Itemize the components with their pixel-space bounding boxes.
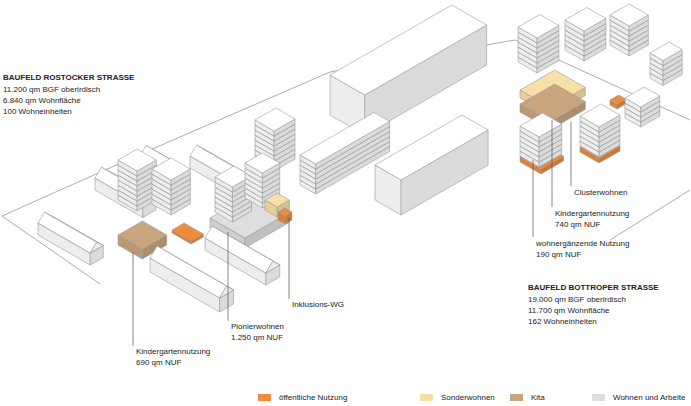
residential-tower bbox=[565, 8, 606, 32]
residential-tower bbox=[255, 108, 295, 131]
residential-tower bbox=[118, 149, 156, 171]
legend-swatch bbox=[420, 394, 433, 401]
residential-tower bbox=[245, 153, 280, 173]
legend-swatch bbox=[592, 394, 605, 401]
public-use-block bbox=[172, 223, 203, 241]
callout-label: Kindergartennutzung 690 qm NUF bbox=[136, 346, 210, 368]
field-figures: 11.200 qm BGF oberirdisch 6.840 qm Wohnf… bbox=[3, 84, 100, 117]
callout-label: Inklusions-WG bbox=[292, 299, 344, 310]
gable-roof bbox=[266, 261, 280, 273]
callout-label: Pionierwohnen 1.250 qm NUF bbox=[231, 321, 284, 343]
callout-label: wohnergänzende Nutzung 190 qm NUF bbox=[536, 238, 629, 260]
callout-label: Kindergartennutzung 740 qm NUF bbox=[555, 208, 629, 230]
gable-roof bbox=[38, 212, 97, 253]
special-housing-block bbox=[265, 193, 289, 207]
existing-block bbox=[375, 115, 488, 180]
legend-label: öffentliche Nutzung bbox=[279, 392, 347, 403]
residential-tower bbox=[610, 4, 648, 26]
kita-block bbox=[520, 84, 585, 122]
residential-tower bbox=[518, 15, 559, 39]
existing-block bbox=[330, 5, 487, 95]
gable-roof bbox=[205, 226, 273, 273]
legend-label: Wohnen und Arbeite bbox=[613, 392, 685, 403]
residential-tower bbox=[650, 42, 682, 61]
legend-label: Sonderwohnen bbox=[441, 392, 495, 403]
gable-roof bbox=[90, 242, 103, 253]
legend-label: Kita bbox=[531, 392, 545, 403]
leader-line bbox=[571, 122, 572, 186]
gable-roof bbox=[220, 286, 234, 298]
public-use-block bbox=[278, 208, 292, 216]
residential-tower bbox=[625, 87, 660, 107]
leader-line bbox=[533, 160, 534, 237]
leader-line bbox=[552, 120, 553, 207]
leader-line bbox=[289, 218, 290, 299]
leader-line bbox=[133, 252, 134, 346]
field-heading: BAUFELD BOTTROPER STRASSE bbox=[528, 282, 659, 293]
kita-block bbox=[118, 221, 167, 249]
gable-roof bbox=[150, 246, 227, 298]
legend-swatch bbox=[258, 394, 271, 401]
residential-tower bbox=[580, 104, 620, 127]
residential-tower bbox=[152, 158, 190, 180]
leader-line bbox=[228, 232, 229, 321]
field-heading: BAUFELD ROSTOCKER STRASSE bbox=[3, 72, 134, 83]
residential-tower bbox=[300, 113, 390, 165]
legend-swatch bbox=[510, 394, 523, 401]
residential-tower bbox=[520, 113, 562, 137]
public-use-block bbox=[610, 95, 626, 104]
callout-label: Clusterwohnen bbox=[574, 187, 627, 198]
field-figures: 19.000 qm BGF oberirdisch 11.700 qm Wohn… bbox=[528, 294, 626, 327]
